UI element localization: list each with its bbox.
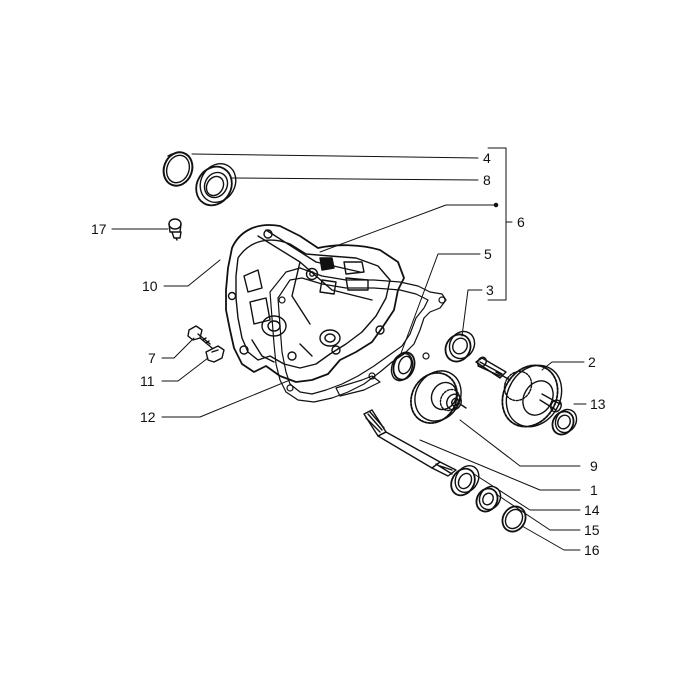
callout-6: 6 [517,214,525,230]
oil-seal-5 [390,351,416,382]
leader-6 [319,204,497,253]
drive-shaft-1 [363,409,457,477]
leader-10 [163,259,221,287]
callout-10: 10 [142,278,158,294]
leader-1 [419,439,581,491]
bearing-13 [551,408,578,436]
callout-3: 3 [486,282,494,298]
circlip-16 [501,505,527,533]
bearing-8 [195,163,237,207]
callout-9: 9 [590,458,598,474]
circlip [162,151,194,187]
seal-15 [475,485,502,513]
callout-12: 12 [140,409,156,425]
leader-lines [111,147,587,551]
leader-15 [495,493,581,531]
bracket-6 [487,147,513,301]
bearing-3 [444,330,476,363]
leader-3 [461,289,483,337]
leader-7 [161,337,195,359]
callout-8: 8 [483,172,491,188]
callout-2: 2 [588,354,596,370]
callout-16: 16 [584,542,600,558]
callout-1: 1 [590,482,598,498]
callout-11: 11 [140,373,155,389]
leader-8 [231,177,479,181]
leader-11 [161,357,209,382]
bolt-7 [187,325,213,349]
callout-4: 4 [483,150,491,166]
callout-5: 5 [484,246,492,262]
screw-17 [168,218,182,241]
gasket [269,267,447,403]
leader-5 [399,253,481,357]
leader-16 [521,525,581,551]
gear-9 [410,370,467,424]
clip-11 [205,345,225,363]
transmission-cover [225,224,405,383]
callout-7: 7 [148,350,156,366]
leader-4 [191,153,479,159]
gear-shaft-2 [475,356,563,428]
callout-13: 13 [590,396,606,412]
leader-2 [541,361,585,371]
callout-17: 17 [91,221,107,237]
leader-12 [161,379,291,418]
callout-15: 15 [584,522,600,538]
leader-14 [473,473,581,511]
leader-9 [459,419,581,467]
bearing-14 [450,464,480,497]
callout-14: 14 [584,502,600,518]
